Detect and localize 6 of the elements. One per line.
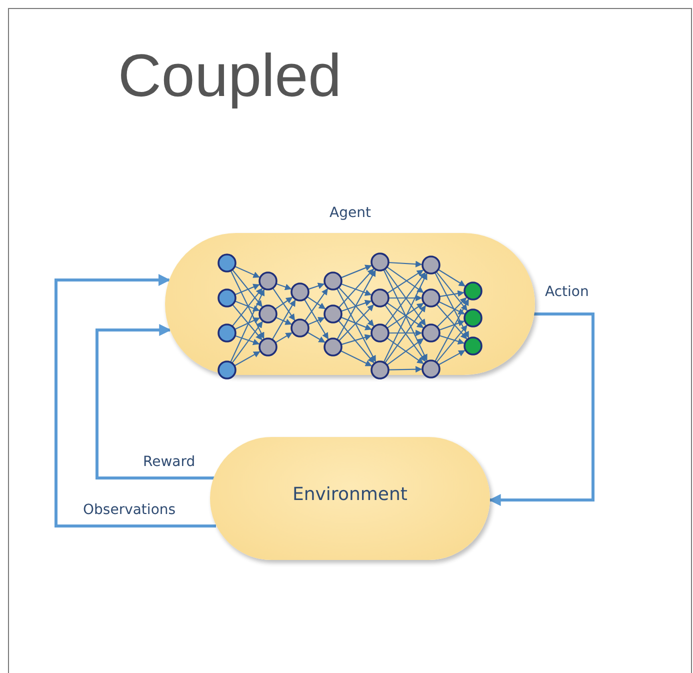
- node-heading: Agent: [330, 205, 371, 221]
- title: Coupled: [118, 46, 342, 106]
- arrow: [488, 312, 594, 506]
- node-label: Environment: [292, 484, 408, 505]
- arrow: [96, 324, 216, 480]
- arrow: [54, 274, 216, 528]
